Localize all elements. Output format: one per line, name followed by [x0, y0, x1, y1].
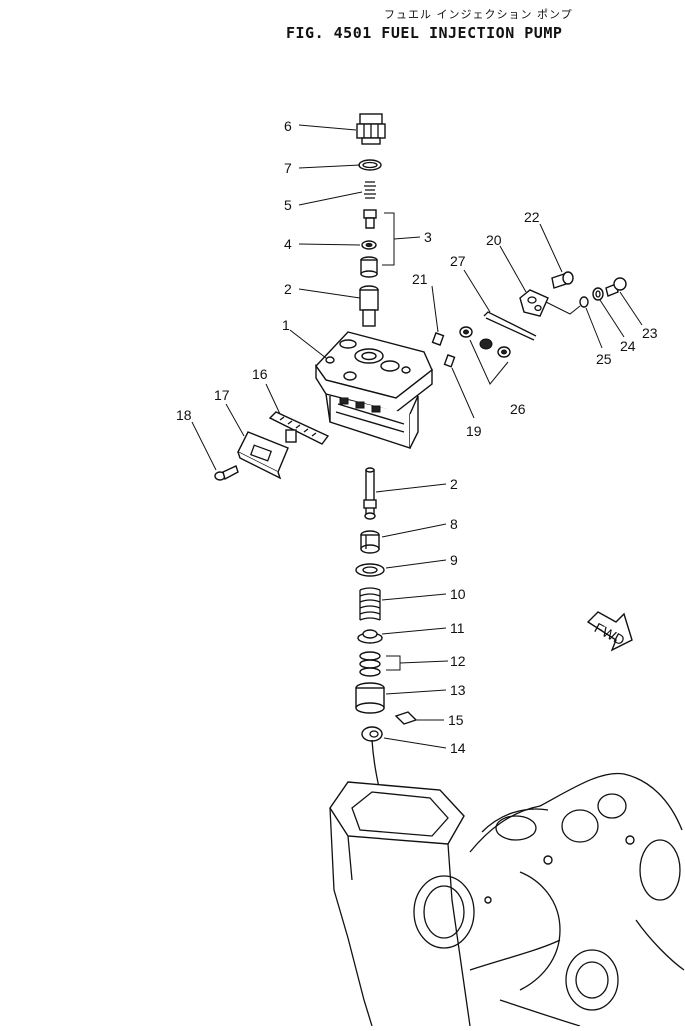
part-10-plunger-spring [359, 587, 381, 621]
part-11-lower-spring-seat [357, 629, 383, 644]
figure-title: FIG. 4501 FUEL INJECTION PUMP [286, 24, 563, 42]
part-27-wire [483, 311, 537, 341]
label-part-21: 21 [412, 271, 428, 287]
part-16-control-rack [268, 411, 330, 445]
label-part-5: 5 [284, 197, 292, 213]
figure-title-japanese: フュエル インジェクション ポンプ [384, 8, 573, 21]
part-8-upper-spring-seat [360, 530, 380, 554]
part-9-washer [355, 563, 385, 577]
label-part-18: 18 [176, 407, 192, 423]
label-part-23: 23 [642, 325, 658, 341]
part-4-gasket [361, 240, 377, 250]
part-6-delivery-valve-holder [356, 113, 386, 145]
part-3-delivery-valve [363, 209, 377, 229]
part-19-pin [443, 354, 456, 368]
label-part-6: 6 [284, 118, 292, 134]
part-2-plunger [363, 467, 377, 520]
part-3-valve-seat [360, 256, 378, 278]
label-part-4: 4 [284, 236, 292, 252]
label-part-17: 17 [214, 387, 230, 403]
part-22-bolt [551, 271, 574, 289]
part-25-washer [579, 296, 589, 308]
label-part-12: 12 [450, 653, 466, 669]
part-13-tappet [355, 682, 385, 714]
label-part-2-lower: 2 [450, 476, 458, 492]
label-part-27: 27 [450, 253, 466, 269]
label-part-9: 9 [450, 552, 458, 568]
bracket-part-3 [382, 212, 421, 266]
label-part-2-upper: 2 [284, 281, 292, 297]
part-21-pin [431, 332, 445, 346]
leader-lines [191, 124, 643, 749]
fwd-direction-arrow: FWD [586, 611, 633, 652]
part-5-spring [364, 181, 376, 199]
part-number-labels: 1 2 2 3 4 5 6 7 8 9 10 11 12 13 14 15 16… [176, 118, 658, 756]
label-part-26: 26 [510, 401, 526, 417]
label-part-25: 25 [596, 351, 612, 367]
label-part-1: 1 [282, 317, 290, 333]
label-part-11: 11 [450, 620, 465, 636]
label-part-16: 16 [252, 366, 268, 382]
label-part-7: 7 [284, 160, 292, 176]
part-7-o-ring [358, 159, 382, 171]
label-part-24: 24 [620, 338, 636, 354]
part-1-pump-housing [315, 331, 433, 449]
label-part-14: 14 [450, 740, 466, 756]
part-26-nuts [459, 326, 511, 358]
part-12-shims [359, 651, 449, 677]
part-23-bolt [605, 277, 627, 297]
part-17-cover-plate [237, 431, 289, 480]
label-part-22: 22 [524, 209, 540, 225]
label-part-3: 3 [424, 229, 432, 245]
label-part-15: 15 [448, 712, 464, 728]
part-14-roller [361, 726, 383, 742]
part-15-pin [394, 711, 418, 725]
label-part-10: 10 [450, 586, 466, 602]
engine-block-outline [329, 739, 685, 1027]
label-part-19: 19 [466, 423, 482, 439]
label-part-8: 8 [450, 516, 458, 532]
label-part-13: 13 [450, 682, 466, 698]
part-18-bolt [214, 465, 239, 481]
part-20-lever [519, 289, 549, 317]
part-24-washer [592, 287, 604, 301]
label-part-20: 20 [486, 232, 502, 248]
part-2-plunger-barrel [359, 285, 379, 327]
